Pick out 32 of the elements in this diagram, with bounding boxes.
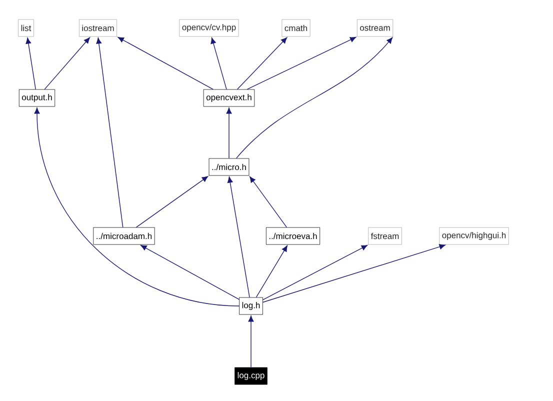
file-box: log.cpp — [234, 367, 268, 385]
arrow — [140, 244, 240, 300]
file-box: fstream — [368, 227, 402, 245]
arrow — [262, 244, 368, 300]
arrow — [250, 176, 288, 228]
arrow — [227, 176, 250, 298]
arrow — [226, 108, 232, 159]
file-box: opencv/highgui.h — [439, 227, 509, 245]
file-box: output.h — [18, 89, 56, 107]
arrow — [44, 37, 90, 90]
file-box: opencvext.h — [203, 89, 255, 107]
arrow — [236, 37, 393, 159]
arrow — [34, 108, 240, 306]
arrow — [96, 38, 124, 228]
arrow — [136, 176, 208, 228]
file-box: iostream — [79, 19, 117, 37]
file-box: cmath — [282, 19, 310, 37]
file-box: ../micro.h — [208, 158, 250, 176]
arrow — [248, 316, 254, 368]
file-box: ../microadam.h — [93, 227, 155, 245]
arrow — [236, 37, 288, 90]
file-box: list — [18, 19, 34, 37]
arrow — [246, 36, 356, 90]
file-box: opencv/cv.hpp — [179, 19, 239, 37]
file-box: log.h — [239, 297, 263, 315]
arrow — [256, 245, 288, 298]
file-box: ../microeva.h — [266, 227, 320, 245]
file-box: ostream — [356, 19, 394, 37]
arrow — [26, 38, 36, 90]
arrow — [118, 36, 214, 90]
arrow — [262, 244, 446, 303]
arrow — [210, 38, 227, 90]
